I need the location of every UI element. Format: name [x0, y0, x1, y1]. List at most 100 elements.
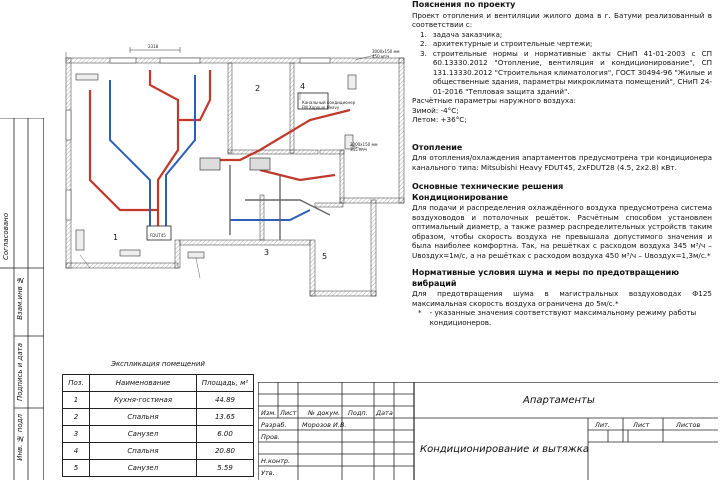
tech-section: Основные технические решения Кондиционир…	[412, 182, 712, 260]
table-caption: Экспликация помещений	[62, 354, 254, 375]
sheet-label: Лист	[633, 421, 650, 429]
notes-list-item: 1. задача заказчика;	[420, 30, 712, 40]
cell-name: Санузел	[89, 425, 197, 443]
notes-list: 1. задача заказчика; 2. архитектурные и ст…	[412, 30, 712, 97]
heating-text: Для отопления/охлаждения апартаментов пр…	[412, 153, 712, 172]
list-num: 2.	[420, 39, 427, 49]
heating-section: Отопление Для отопления/охлаждения апарт…	[412, 143, 712, 173]
heating-title: Отопление	[412, 142, 463, 152]
cell-area: 44.89	[196, 391, 254, 409]
cell-name: Санузел	[89, 459, 197, 477]
table-caption-row: Экспликация помещений	[62, 354, 254, 375]
col-doc: № докум.	[308, 409, 341, 417]
grilles	[75, 73, 357, 259]
dim-top-label: 2318	[148, 44, 159, 49]
table-row: 4 Спальня 20.80	[62, 442, 254, 460]
tech-title: Основные технические решения	[412, 182, 564, 192]
razrab-name: Морозов И.В.	[302, 421, 347, 429]
list-num: 3.	[420, 48, 427, 58]
header-area: Площадь, м²	[196, 374, 254, 392]
notes-list-item: 3. строительные нормы и нормативные акты …	[420, 49, 712, 97]
sheets-label: Листов	[676, 421, 701, 429]
room-schedule-table: Экспликация помещений Поз. Наименование …	[62, 354, 254, 477]
cell-name: Спальня	[89, 408, 197, 426]
col-list: Лист	[280, 409, 297, 417]
grille-label-right: 3000x150 мм 345 м³/ч	[350, 142, 378, 152]
header-pos: Поз.	[62, 374, 90, 392]
leader-lines	[79, 54, 376, 279]
title-block: Апартаменты Изм. Лист № докум. Подп. Дат…	[258, 382, 718, 480]
cell-pos: 3	[62, 425, 90, 443]
row-razrab: Разраб.	[261, 421, 287, 429]
col-date: Дата	[376, 409, 393, 417]
unit1-label: FDUT45	[150, 233, 166, 238]
ac-unit-4	[249, 157, 271, 171]
row-nkontr: Н.контр.	[261, 457, 291, 465]
windows	[65, 57, 331, 221]
unit2-label: Канальный кондиционер FM Хорошо Heavy	[302, 100, 356, 110]
title-block-grid	[258, 382, 718, 480]
footnote-text: - указанные значения соответствуют макси…	[429, 308, 697, 327]
row-utv: Утв.	[261, 469, 275, 477]
ac-unit-1	[146, 225, 172, 241]
col-sign: Подп.	[348, 409, 368, 417]
ac-unit-2	[297, 92, 329, 110]
project-name: Апартаменты	[523, 395, 595, 406]
lit-label: Лит.	[595, 421, 610, 429]
table-row: 1 Кухня-гостиная 44.89	[62, 391, 254, 409]
explanatory-notes: Пояснения по проекту Проект отопления и …	[412, 0, 712, 327]
table-row: 3 Санузел 6.00	[62, 425, 254, 443]
winter-param: Зимой: -4°С;	[412, 105, 459, 115]
cell-name: Кухня-гостиная	[89, 391, 197, 409]
ac-unit-3	[199, 157, 221, 171]
list-num: 1.	[420, 29, 427, 39]
notes-list-item: 2. архитектурные и строительные чертежи;	[420, 39, 712, 49]
dimension-top	[65, 47, 181, 58]
cell-pos: 5	[62, 459, 90, 477]
cell-pos: 1	[62, 391, 90, 409]
inv-orig-label: Инв. № подл	[16, 414, 24, 461]
outdoor-params-title: Расчётные параметры наружного воздуха:	[412, 96, 576, 106]
noise-text: Для предотвращения шума в магистральных …	[412, 289, 712, 308]
cell-name: Спальня	[89, 442, 197, 460]
list-text: архитектурные и строительные чертежи;	[432, 39, 593, 49]
room-number-5: 5	[322, 252, 328, 261]
walls	[65, 57, 405, 297]
cell-pos: 2	[62, 408, 90, 426]
floor-plan	[65, 47, 405, 297]
side-strip-frame	[0, 118, 44, 480]
list-text: строительные нормы и нормативные акты СН…	[432, 48, 712, 96]
list-text: задача заказчика;	[432, 29, 503, 39]
cell-pos: 4	[62, 442, 90, 460]
noise-title: Нормативные условия шума и меры по предо…	[412, 268, 680, 288]
footnote: * - указанные значения соответствуют мак…	[412, 308, 712, 327]
cond-title: Кондиционирование	[412, 192, 509, 202]
grille-label-top-right: 3000x150 мм 450 м³/ч	[372, 49, 400, 59]
supply-ducts	[88, 70, 351, 228]
cell-area: 6.00	[196, 425, 254, 443]
side-stamp-strip: Согласовано Взам.инв № Подпись и дата Ин…	[0, 118, 44, 480]
header-name: Наименование	[89, 374, 197, 392]
room-number-4: 4	[300, 82, 306, 91]
cond-text: Для подачи и распределения охлаждённого …	[412, 203, 712, 260]
notes-title: Пояснения по проекту	[412, 0, 516, 9]
room-number-2: 2	[255, 84, 261, 93]
sign-date-label: Подпись и дата	[16, 343, 24, 401]
room-number-1: 1	[113, 233, 119, 242]
table-row: 5 Санузел 5.59	[62, 459, 254, 477]
room-number-3: 3	[264, 248, 270, 257]
sheet-title: Кондиционирование и вытяжка	[420, 444, 589, 455]
return-ducts	[109, 75, 311, 228]
row-prov: Пров.	[261, 433, 280, 441]
table-row: 2 Спальня 13.65	[62, 408, 254, 426]
col-izm: Изм.	[261, 409, 277, 417]
noise-section: Нормативные условия шума и меры по предо…	[412, 268, 712, 327]
summer-param: Летом: +36°С;	[412, 115, 467, 125]
notes-intro: Проект отопления и вентиляции жилого дом…	[412, 10, 712, 30]
cell-area: 20.80	[196, 442, 254, 460]
cell-area: 13.65	[196, 408, 254, 426]
cell-area: 5.59	[196, 459, 254, 477]
flex-ducts	[229, 165, 331, 240]
footnote-mark: *	[418, 308, 422, 318]
